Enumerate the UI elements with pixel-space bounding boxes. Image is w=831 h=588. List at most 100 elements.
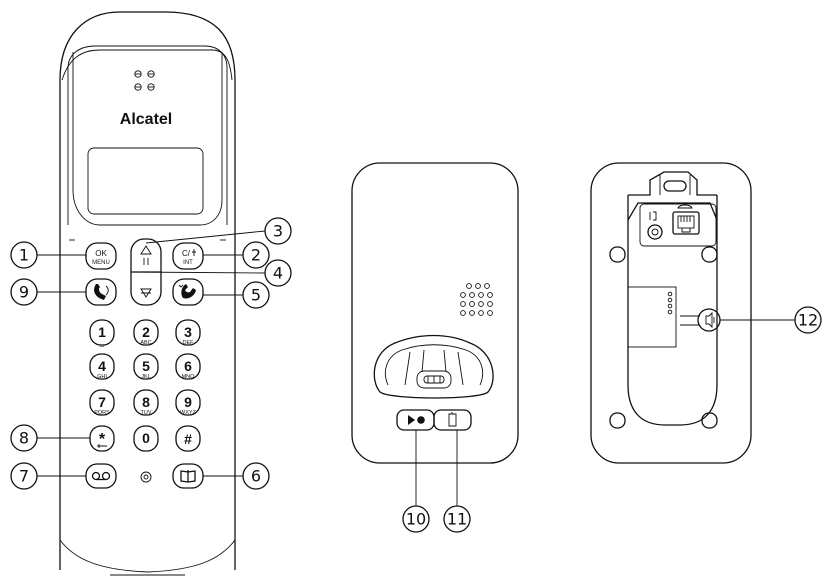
mute-icon bbox=[192, 249, 196, 256]
telephone-line-icon bbox=[677, 204, 693, 209]
svg-text:7: 7 bbox=[19, 467, 29, 486]
speaker-wave-icon bbox=[105, 285, 109, 296]
speaker-volume-icon bbox=[705, 311, 713, 329]
foot-bottom-right bbox=[701, 412, 718, 429]
svg-text:MNO: MNO bbox=[182, 374, 196, 380]
foot-bottom-left bbox=[609, 412, 626, 429]
speaker-grille bbox=[460, 283, 493, 316]
svg-text:C/: C/ bbox=[182, 249, 191, 258]
callout-8: 8 bbox=[10, 424, 38, 452]
svg-text:8: 8 bbox=[142, 394, 150, 410]
svg-text:0: 0 bbox=[142, 430, 150, 446]
digit-key-7[interactable]: 7 PQRS bbox=[89, 389, 115, 416]
svg-text:5: 5 bbox=[142, 358, 150, 374]
svg-text:6: 6 bbox=[251, 467, 261, 486]
microphone bbox=[140, 471, 152, 483]
svg-text:10: 10 bbox=[406, 510, 426, 529]
voicemail-key[interactable] bbox=[85, 463, 117, 489]
key-lock-icon bbox=[97, 444, 107, 448]
svg-text:JKL: JKL bbox=[141, 374, 150, 380]
play-voicemail-button[interactable] bbox=[396, 409, 435, 431]
handset-find-icon bbox=[448, 412, 457, 427]
hang-up-key[interactable] bbox=[172, 278, 204, 306]
svg-text:INT: INT bbox=[183, 260, 193, 266]
handset-face-outline bbox=[67, 45, 228, 225]
led-indicators bbox=[667, 291, 673, 315]
phonebook-key[interactable] bbox=[172, 463, 204, 489]
digit-key-6[interactable]: 6 MNO bbox=[175, 353, 201, 380]
callout-4: 4 bbox=[264, 259, 292, 287]
foot-top-left bbox=[609, 246, 626, 263]
handset-bottom-curve bbox=[59, 539, 236, 573]
svg-text:6: 6 bbox=[184, 358, 192, 374]
book-icon bbox=[180, 470, 196, 483]
paging-button[interactable] bbox=[433, 409, 472, 431]
digit-key-4[interactable]: 4 GHI bbox=[89, 353, 115, 380]
hash-key[interactable]: # bbox=[175, 425, 201, 452]
cable-channel bbox=[628, 171, 717, 196]
svg-text:3: 3 bbox=[184, 324, 192, 340]
jack-panel bbox=[639, 203, 717, 247]
call-key[interactable] bbox=[85, 278, 117, 306]
hook-slot bbox=[663, 180, 687, 192]
svg-text:5: 5 bbox=[251, 286, 261, 305]
callout-5: 5 bbox=[242, 281, 270, 309]
digit-key-8[interactable]: 8 TUV bbox=[133, 389, 159, 416]
record-dot-icon bbox=[417, 416, 425, 424]
svg-text:4: 4 bbox=[273, 264, 283, 283]
svg-text:7: 7 bbox=[98, 394, 106, 410]
callout-3: 3 bbox=[264, 217, 292, 245]
phone-handsfree-icon bbox=[94, 284, 106, 300]
handset-body-outline bbox=[59, 11, 236, 570]
callout-leaders bbox=[37, 230, 795, 506]
base-front-outline bbox=[351, 162, 519, 464]
svg-text:*: * bbox=[99, 431, 106, 448]
svg-text:3: 3 bbox=[273, 222, 283, 241]
base-back bbox=[590, 162, 752, 464]
digit-key-9[interactable]: 9 WXYZ bbox=[175, 389, 201, 416]
callout-10: 10 bbox=[402, 505, 430, 533]
svg-text:MENU: MENU bbox=[92, 260, 110, 266]
svg-text:1: 1 bbox=[98, 324, 106, 340]
svg-text:OK: OK bbox=[95, 249, 107, 258]
svg-text:⌴: ⌴ bbox=[100, 343, 105, 349]
handset-cradle bbox=[373, 334, 494, 399]
svg-text:4: 4 bbox=[98, 358, 106, 374]
svg-text:12: 12 bbox=[798, 311, 818, 330]
foot-top-right bbox=[701, 246, 718, 263]
digit-key-1[interactable]: 1 ⌴ bbox=[89, 319, 115, 349]
up-arrow-icon bbox=[140, 245, 152, 255]
redial-icon bbox=[143, 258, 149, 265]
phone-hangup-icon bbox=[181, 284, 196, 299]
callout-9: 9 bbox=[10, 278, 38, 306]
play-icon bbox=[408, 415, 415, 425]
svg-text:TUV: TUV bbox=[141, 410, 152, 416]
svg-text:ABC: ABC bbox=[140, 340, 151, 346]
clear-intercom-key[interactable]: C/ INT bbox=[172, 242, 204, 270]
svg-text:#: # bbox=[184, 431, 192, 447]
callout-2: 2 bbox=[242, 241, 270, 269]
callout-1: 1 bbox=[10, 241, 38, 269]
svg-text:11: 11 bbox=[447, 510, 467, 529]
svg-text:1: 1 bbox=[19, 246, 29, 265]
digit-key-2[interactable]: 2 ABC bbox=[133, 319, 159, 346]
digit-key-0[interactable]: 0 bbox=[133, 425, 159, 452]
volume-slider-track bbox=[680, 315, 700, 326]
svg-text:DEF: DEF bbox=[183, 340, 195, 346]
power-icon bbox=[178, 284, 184, 288]
star-key[interactable]: * bbox=[89, 425, 115, 452]
display-screen bbox=[87, 147, 204, 215]
down-arrow-icon bbox=[140, 288, 152, 298]
callout-12: 12 bbox=[794, 306, 822, 334]
callout-11: 11 bbox=[443, 505, 471, 533]
digit-key-3[interactable]: 3 DEF bbox=[175, 319, 201, 346]
brand-logo: Alcatel bbox=[120, 111, 172, 128]
digit-key-5[interactable]: 5 JKL bbox=[133, 353, 159, 380]
base-front bbox=[351, 162, 519, 464]
label-area bbox=[627, 286, 677, 348]
svg-text:2: 2 bbox=[142, 324, 150, 340]
phone-line-jack bbox=[672, 204, 700, 235]
ok-menu-key[interactable]: OK MENU bbox=[85, 242, 117, 270]
